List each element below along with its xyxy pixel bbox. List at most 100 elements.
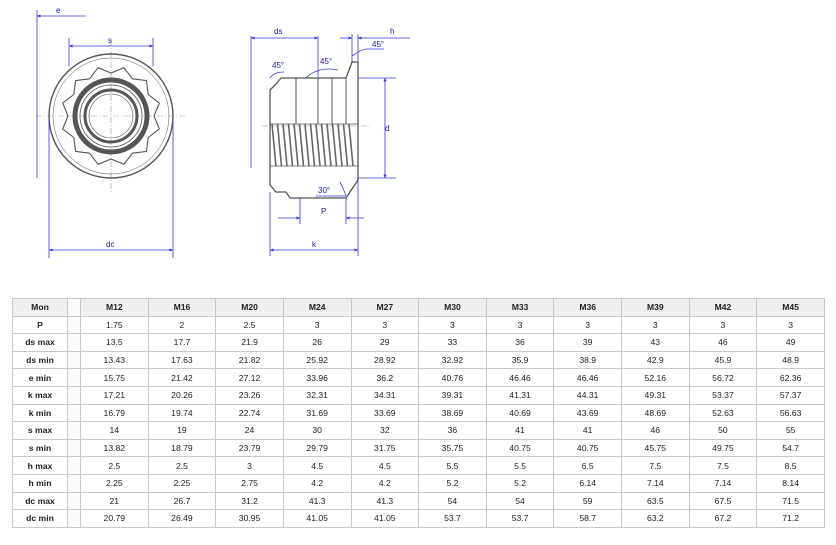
table-cell: 26.49: [147, 509, 217, 528]
label-e: e: [56, 6, 61, 15]
thread-line: [276, 123, 283, 167]
table-cell: 5.5: [485, 456, 555, 475]
label-p: P: [321, 207, 326, 216]
table-cell: 52.16: [621, 368, 690, 387]
table-cell: 6.5: [553, 456, 622, 475]
table-cell: 19.74: [147, 403, 217, 423]
table-cell: 3: [688, 315, 758, 335]
thread-line: [298, 123, 305, 167]
label-ds: ds: [274, 27, 282, 36]
table-cell: 41.3: [350, 491, 420, 511]
table-cell: 41: [553, 421, 622, 440]
thread-line: [337, 123, 343, 167]
table-cell: 27.12: [215, 368, 284, 387]
table-cell: 20.79: [80, 509, 149, 528]
column-header: M36: [553, 298, 622, 317]
table-cell: 3: [282, 315, 352, 335]
table-cell: 46.46: [485, 368, 555, 387]
table-cell: 46.46: [553, 368, 622, 387]
label-angle-45-right: 45°: [372, 40, 384, 49]
table-cell: 7.14: [621, 473, 690, 493]
table-cell: 50: [688, 421, 758, 440]
row-label: k min: [12, 403, 68, 423]
table-cell: 21.9: [215, 333, 284, 352]
table-cell: 46: [621, 421, 690, 440]
table-cell: 21.42: [147, 368, 217, 387]
table-cell: 17.63: [147, 350, 217, 370]
table-cell: 15.75: [80, 368, 149, 387]
table-cell: 4.2: [350, 473, 420, 493]
thread-line: [304, 123, 310, 167]
row-gap: [67, 456, 81, 475]
row-label: s min: [12, 438, 68, 458]
bore-outer: [72, 77, 150, 155]
table-cell: 32.31: [282, 385, 352, 405]
technical-drawing: e s dc ds h: [36, 6, 410, 258]
row-gap: [67, 315, 81, 335]
thread-line: [287, 123, 294, 167]
row-label: h max: [12, 456, 68, 475]
table-cell: 40.69: [485, 403, 555, 423]
table-cell: 3: [418, 315, 487, 335]
thread-line: [320, 123, 327, 167]
table-cell: 2.5: [147, 456, 217, 475]
table-cell: 20.26: [147, 385, 217, 405]
row-gap: [67, 368, 81, 387]
table-cell: 35.9: [485, 350, 555, 370]
table-cell: 62.36: [756, 368, 825, 387]
table-cell: 46: [688, 333, 758, 352]
table-cell: 28.92: [350, 350, 420, 370]
table-cell: 44.31: [553, 385, 622, 405]
table-cell: 52.63: [688, 403, 758, 423]
column-header: M24: [282, 298, 352, 317]
table-cell: 30: [282, 421, 352, 440]
table-cell: 56.72: [688, 368, 758, 387]
label-h: h: [390, 27, 394, 36]
column-header: M33: [485, 298, 555, 317]
table-cell: 39: [553, 333, 622, 352]
table-cell: 57.37: [756, 385, 825, 405]
row-label: ds min: [12, 350, 68, 370]
table-cell: 39.31: [418, 385, 487, 405]
table-cell: 63.5: [621, 491, 690, 511]
thread-line: [331, 123, 338, 167]
table-cell: 31.2: [215, 491, 284, 511]
column-header: M20: [215, 298, 284, 317]
table-cell: 2.25: [80, 473, 149, 493]
column-header: M42: [688, 298, 758, 317]
table-cell: 3: [215, 456, 284, 475]
table-cell: 63.2: [621, 509, 690, 528]
row-label: dc min: [12, 509, 68, 528]
header-mon: Mon: [12, 298, 68, 317]
table-cell: 13.43: [80, 350, 149, 370]
table-cell: 56.63: [756, 403, 825, 423]
table-cell: 34.31: [350, 385, 420, 405]
table-cell: 3: [350, 315, 420, 335]
table-cell: 7.5: [621, 456, 690, 475]
table-cell: 35.75: [418, 438, 487, 458]
table-cell: 26.7: [147, 491, 217, 511]
table-cell: 14: [80, 421, 149, 440]
table-cell: 1.75: [80, 315, 149, 335]
row-gap: [67, 509, 81, 528]
thread-line: [293, 123, 299, 167]
table-cell: 40.75: [553, 438, 622, 458]
row-gap: [67, 385, 81, 405]
table-cell: 32: [350, 421, 420, 440]
table-cell: 19: [147, 421, 217, 440]
table-cell: 33: [418, 333, 487, 352]
header-gap: [67, 298, 81, 317]
thread-line: [326, 123, 332, 167]
table-cell: 30.95: [215, 509, 284, 528]
table-cell: 4.2: [282, 473, 352, 493]
table-cell: 55: [756, 421, 825, 440]
